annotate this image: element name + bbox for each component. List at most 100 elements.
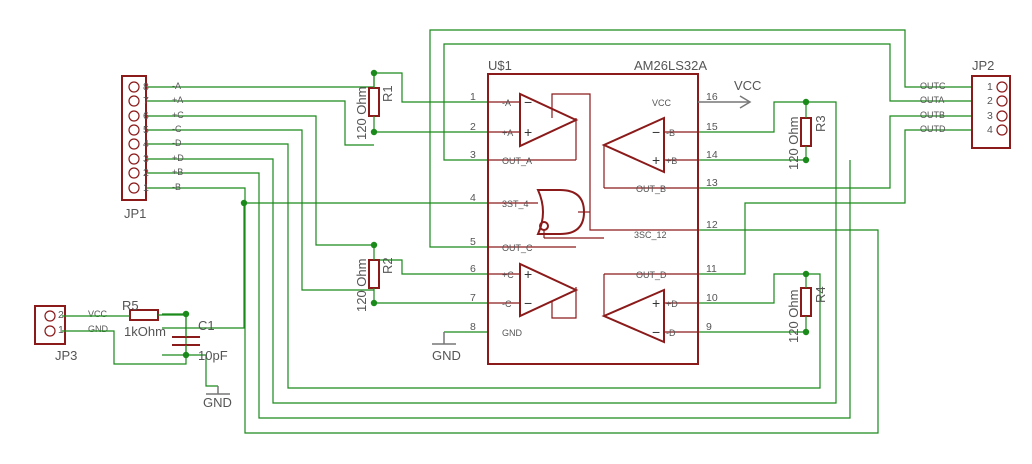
svg-text:2: 2 [143, 167, 149, 179]
svg-text:1: 1 [143, 182, 149, 194]
wire-pos-a [146, 100, 374, 146]
svg-text:13: 13 [706, 177, 718, 189]
svg-text:3: 3 [470, 149, 476, 161]
svg-text:+: + [524, 266, 532, 282]
wire-neg-d [146, 143, 821, 389]
svg-text:VCC: VCC [652, 98, 672, 108]
svg-text:3ST_4: 3ST_4 [502, 199, 529, 209]
svg-text:+C: +C [502, 270, 514, 280]
wire-out-a [443, 43, 972, 161]
svg-text:+B: +B [172, 167, 183, 177]
svg-text:12: 12 [706, 219, 718, 231]
wire-pos-d [146, 158, 837, 404]
wire-r4-top [698, 273, 806, 304]
wire-neg-b [146, 187, 879, 434]
svg-text:+D: +D [172, 153, 184, 163]
wires [146, 29, 972, 434]
jp2-label: JP2 [972, 58, 994, 73]
ic-u1 [487, 73, 699, 365]
svg-text:+A: +A [172, 95, 183, 105]
svg-text:OUT_C: OUT_C [502, 243, 533, 253]
svg-text:1: 1 [987, 81, 993, 93]
wire-jp3-gnd [62, 330, 187, 365]
gnd-symbol-left [206, 386, 230, 395]
svg-text:GND: GND [502, 328, 523, 338]
svg-text:6: 6 [143, 110, 149, 122]
svg-text:15: 15 [706, 121, 718, 133]
r4-resistor [800, 274, 812, 332]
ic-designator: U$1 [488, 58, 512, 73]
r3-resistor [800, 102, 812, 160]
wire-r3-top [698, 101, 806, 133]
wire-r4-link [806, 273, 821, 300]
svg-text:+D: +D [666, 299, 678, 309]
r1-label: R1 [380, 85, 395, 102]
jp3-net-vcc: VCC [88, 309, 108, 319]
svg-text:OUTD: OUTD [920, 124, 946, 134]
wire-out-c [429, 29, 972, 248]
svg-text:OUT_D: OUT_D [636, 270, 667, 280]
ic-part: AM26LS32A [634, 58, 707, 73]
wire-neg-c [146, 129, 374, 291]
c1-label: C1 [198, 318, 215, 333]
svg-text:−: − [524, 94, 532, 110]
c1-value: 10pF [198, 348, 228, 363]
svg-text:6: 6 [470, 263, 476, 275]
r2-label: R2 [380, 257, 395, 274]
svg-text:7: 7 [143, 95, 149, 107]
jp3-net-gnd: GND [88, 324, 109, 334]
svg-text:OUT_B: OUT_B [636, 184, 666, 194]
svg-text:OUTA: OUTA [920, 95, 944, 105]
svg-text:10: 10 [706, 292, 718, 304]
jp1-connector [121, 75, 147, 201]
svg-text:14: 14 [706, 149, 718, 161]
r3-label: R3 [813, 115, 828, 132]
jp1-net-labels: -A +A +C -C -D +D +B -B [172, 81, 184, 192]
svg-text:OUT_A: OUT_A [502, 156, 532, 166]
r4-value: 120 Ohm [786, 290, 801, 343]
svg-text:16: 16 [706, 91, 718, 103]
svg-text:-D: -D [172, 138, 182, 148]
wire-r2-pin6 [374, 259, 488, 275]
r3-value: 120 Ohm [786, 117, 801, 170]
svg-text:-B: -B [172, 182, 181, 192]
svg-text:-A: -A [502, 98, 511, 108]
svg-text:3SC_12: 3SC_12 [634, 230, 667, 240]
svg-text:5: 5 [470, 236, 476, 248]
jp1-pin-numbers: 8 7 6 5 4 3 2 1 [143, 81, 149, 194]
ic-pin-labels: -A +A OUT_A 3ST_4 OUT_C +C -C GND VCC -B… [502, 98, 678, 338]
svg-text:8: 8 [470, 321, 476, 333]
vcc-symbol [698, 95, 752, 109]
svg-text:+: + [524, 124, 532, 140]
gnd-symbol-chip [432, 332, 456, 345]
r4-label: R4 [813, 286, 828, 303]
svg-text:-D: -D [666, 328, 676, 338]
r2-value: 120 Ohm [354, 259, 369, 312]
r1-value: 120 Ohm [354, 87, 369, 140]
svg-text:9: 9 [706, 321, 712, 333]
svg-text:−: − [652, 124, 660, 140]
svg-text:+B: +B [666, 156, 677, 166]
jp3-pin-2: 2 [58, 309, 64, 321]
wire-neg-a [146, 72, 488, 103]
svg-text:+: + [652, 152, 660, 168]
r5-label: R5 [122, 298, 139, 313]
svg-text:-A: -A [172, 81, 181, 91]
vcc-label: VCC [734, 78, 761, 93]
jp3-connector [34, 305, 66, 345]
svg-text:−: − [524, 295, 532, 311]
svg-text:4: 4 [470, 192, 476, 204]
r5-value: 1kOhm [124, 324, 166, 339]
svg-text:4: 4 [987, 124, 993, 136]
svg-text:-C: -C [502, 299, 512, 309]
svg-text:+A: +A [502, 128, 513, 138]
svg-text:+: + [652, 295, 660, 311]
wire-out-b [698, 115, 972, 189]
svg-text:11: 11 [706, 263, 717, 275]
gnd-label-chip: GND [432, 348, 461, 363]
wire-out-d [698, 129, 972, 275]
svg-text:-C: -C [172, 124, 182, 134]
svg-text:OUTC: OUTC [920, 81, 946, 91]
